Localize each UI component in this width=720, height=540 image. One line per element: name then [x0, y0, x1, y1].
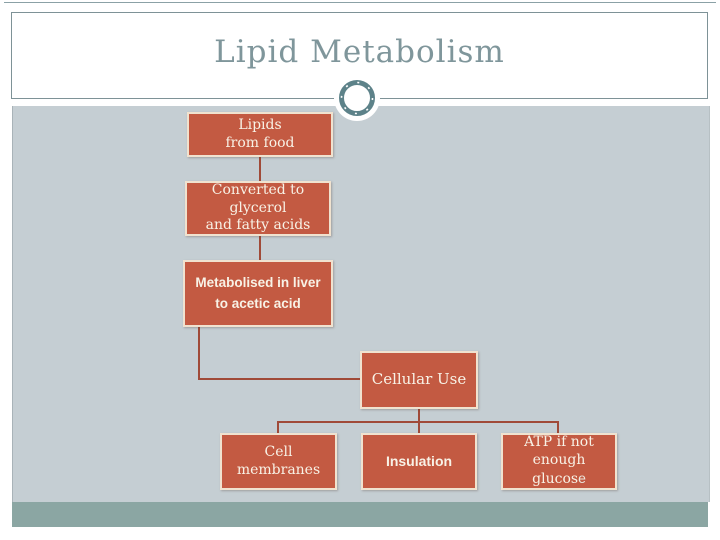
node-line: Cell	[264, 443, 293, 460]
node-line: membranes	[236, 461, 321, 478]
flow-node-metabolised-in-liver: Metabolised in liver to acetic acid	[183, 260, 333, 327]
connector-lipids-converted	[259, 157, 261, 181]
node-line: and fatty acids	[205, 217, 311, 234]
connector-cellular-stem	[418, 409, 420, 421]
node-line: glucose	[532, 470, 586, 489]
node-line: Metabolised in liver	[195, 275, 321, 291]
node-line: enough	[532, 452, 586, 469]
node-line: Insulation	[385, 453, 453, 469]
flow-node-atp-if-not-enough-glucose: ATP if not enough glucose	[501, 433, 617, 490]
node-line: from food	[225, 134, 295, 151]
connector-converted-metabolised	[259, 236, 261, 260]
node-line: glycerol	[229, 199, 287, 216]
circle-ornament-icon	[334, 75, 380, 121]
flow-node-converted-to-glycerol: Converted to glycerol and fatty acids	[185, 181, 331, 236]
flow-node-cell-membranes: Cell membranes	[220, 433, 337, 490]
flow-node-insulation: Insulation	[361, 433, 477, 490]
node-line-main: glucos	[532, 470, 579, 487]
flow-node-lipids-from-food: Lipids from food	[187, 112, 333, 157]
connector-drop-insulation	[418, 421, 420, 433]
top-accent-line	[4, 2, 716, 3]
node-line: to acetic acid	[215, 295, 301, 311]
flow-node-cellular-use: Cellular Use	[360, 351, 478, 409]
footer-band	[12, 502, 708, 527]
page-title: Lipid Metabolism	[214, 34, 505, 70]
node-line: Cellular Use	[371, 370, 467, 389]
node-line-tail: e	[578, 469, 586, 486]
node-line: Lipids	[238, 116, 282, 133]
node-line: ATP if not	[524, 434, 594, 451]
connector-metabolised-cellular-vertical	[198, 327, 200, 379]
node-line: Converted to	[211, 181, 305, 198]
connector-drop-membranes	[277, 421, 279, 433]
connector-drop-atp	[557, 421, 559, 433]
connector-metabolised-cellular-horizontal	[198, 378, 360, 380]
